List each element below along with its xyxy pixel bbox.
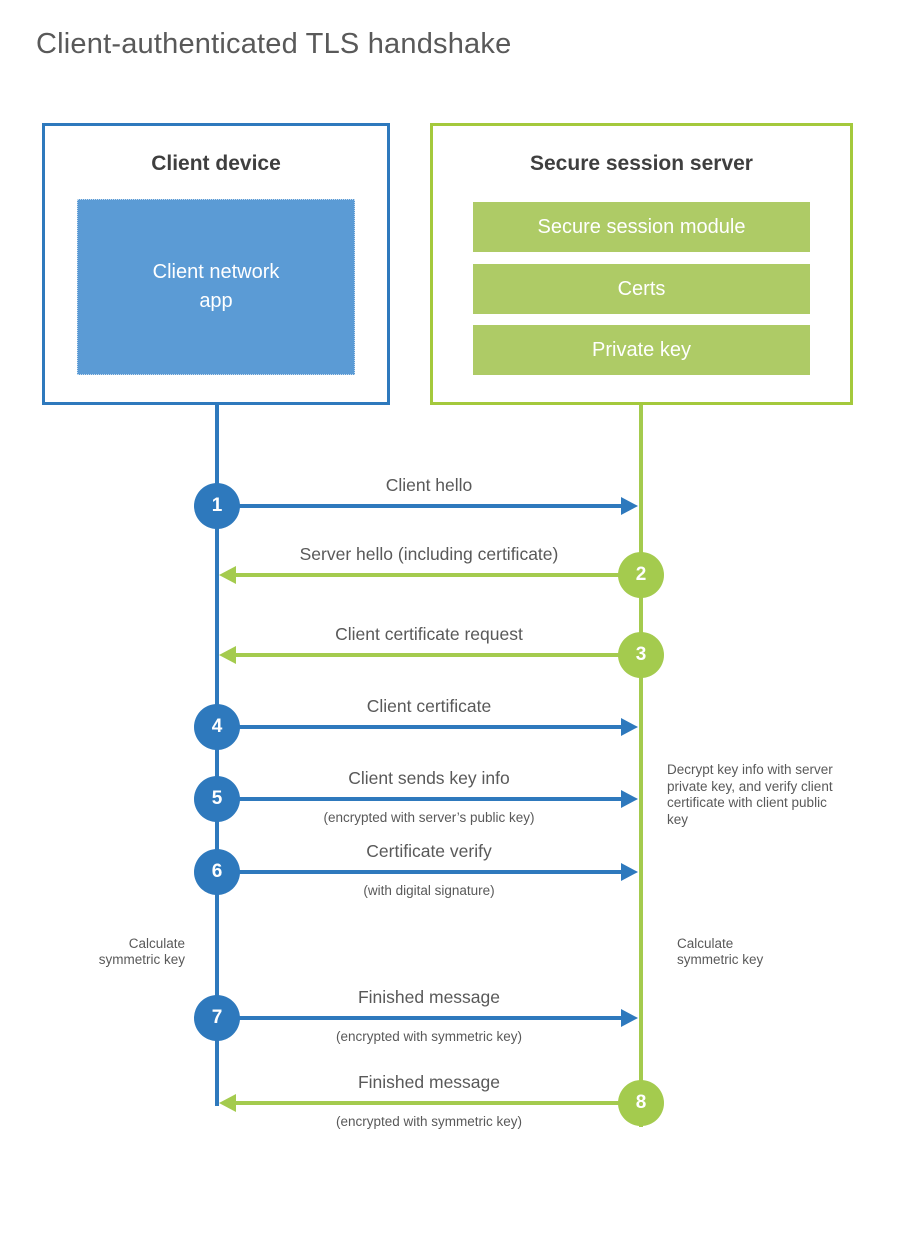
step-number: 1	[211, 495, 223, 516]
arrowhead-right-icon	[621, 497, 638, 515]
step-circle: 4	[194, 704, 240, 750]
certs-box: Certs	[473, 264, 810, 314]
private-key-box: Private key	[473, 325, 810, 375]
step-number: 6	[211, 861, 223, 882]
client-lifeline	[215, 405, 219, 1106]
arrow-line	[235, 653, 641, 657]
message-sublabel: (with digital signature)	[363, 883, 495, 898]
message-sublabel: (encrypted with server’s public key)	[323, 810, 535, 825]
message-label: Client sends key info	[348, 768, 510, 788]
decrypt-note: Decrypt key info with server private key…	[667, 762, 833, 827]
arrowhead-right-icon	[621, 863, 638, 881]
step-circle: 6	[194, 849, 240, 895]
message-label: Client certificate request	[335, 624, 523, 644]
message-label: Finished message	[357, 987, 501, 1007]
client-device-header: Client device	[151, 152, 281, 175]
arrow-line	[217, 870, 621, 874]
secure-session-module-box: Secure session module	[473, 202, 810, 252]
step-number: 7	[211, 1007, 223, 1028]
step-circle: 3	[618, 632, 664, 678]
server-lifeline	[639, 405, 643, 1127]
arrow-line	[217, 1016, 621, 1020]
arrowhead-left-icon	[219, 566, 236, 584]
arrow-line	[235, 1101, 641, 1105]
message-label: Certificate verify	[366, 841, 492, 861]
message-sublabel: (encrypted with symmetric key)	[335, 1029, 523, 1044]
arrowhead-left-icon	[219, 1094, 236, 1112]
step-circle: 8	[618, 1080, 664, 1126]
message-sublabel: (encrypted with symmetric key)	[335, 1114, 523, 1129]
step-number: 8	[635, 1092, 647, 1113]
step-number: 3	[635, 644, 647, 665]
step-circle: 5	[194, 776, 240, 822]
arrowhead-left-icon	[219, 646, 236, 664]
arrowhead-right-icon	[621, 1009, 638, 1027]
step-circle: 7	[194, 995, 240, 1041]
certs-label: Certs	[617, 277, 666, 300]
arrow-line	[217, 504, 621, 508]
calculate-symmetric-key-note-client: Calculate symmetric key	[98, 936, 185, 967]
arrow-line	[235, 573, 641, 577]
arrow-line	[217, 725, 621, 729]
calculate-symmetric-key-note-server: Calculate symmetric key	[677, 936, 764, 967]
secure-session-server-header: Secure session server	[530, 152, 753, 175]
message-label: Client hello	[385, 475, 473, 495]
step-circle: 1	[194, 483, 240, 529]
message-label: Finished message	[357, 1072, 501, 1092]
step-number: 2	[635, 564, 647, 585]
step-circle: 2	[618, 552, 664, 598]
secure-session-server-box: Secure session server Secure session mod…	[430, 123, 853, 405]
secure-session-module-label: Secure session module	[537, 215, 746, 238]
message-label: Server hello (including certificate)	[299, 544, 559, 564]
client-network-app-box: Client network app	[77, 199, 355, 375]
message-label: Client certificate	[366, 696, 492, 716]
arrow-line	[217, 797, 621, 801]
step-number: 4	[211, 716, 223, 737]
arrowhead-right-icon	[621, 790, 638, 808]
page-title: Client-authenticated TLS handshake	[36, 28, 512, 60]
private-key-label: Private key	[592, 338, 691, 361]
client-network-app-label: Client network app	[152, 261, 280, 312]
step-number: 5	[211, 788, 223, 809]
arrowhead-right-icon	[621, 718, 638, 736]
client-device-box: Client device Client network app	[42, 123, 390, 405]
